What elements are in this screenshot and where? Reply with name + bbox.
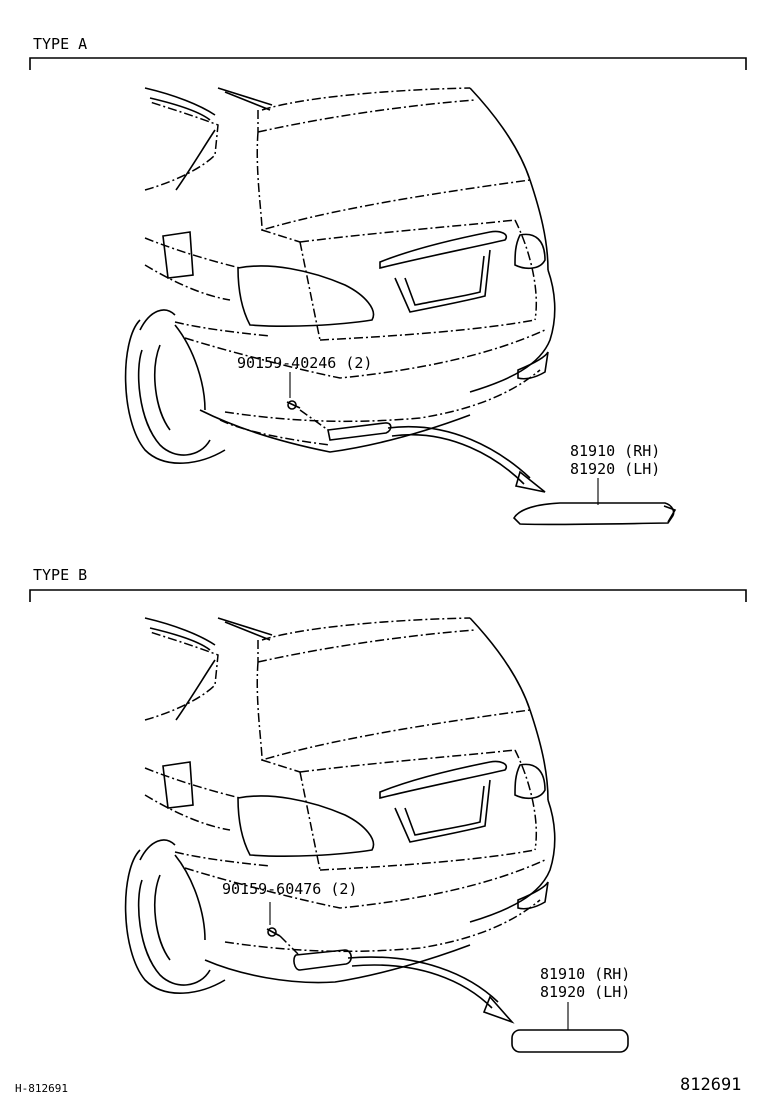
- section-a-vehicle: [124, 87, 677, 526]
- section-a-part-label-lh: 81920 (LH): [570, 460, 661, 478]
- section-a-bracket: [29, 57, 747, 70]
- section-b-part-label-rh: 81910 (RH): [540, 965, 631, 983]
- section-a-part-label-rh: 81910 (RH): [570, 442, 661, 460]
- section-b-vehicle: [124, 617, 629, 1053]
- section-a-title: TYPE A: [33, 35, 88, 53]
- section-b-fastener-label: 90159-60476 (2): [222, 880, 358, 898]
- footer-left-code: H-812691: [15, 1082, 68, 1095]
- section-a-fastener-label: 90159-40246 (2): [237, 354, 373, 372]
- section-b-part-label-lh: 81920 (LH): [540, 983, 631, 1001]
- section-b-title: TYPE B: [33, 566, 88, 584]
- footer-right-code: 812691: [680, 1075, 742, 1095]
- section-b-bracket: [29, 589, 747, 602]
